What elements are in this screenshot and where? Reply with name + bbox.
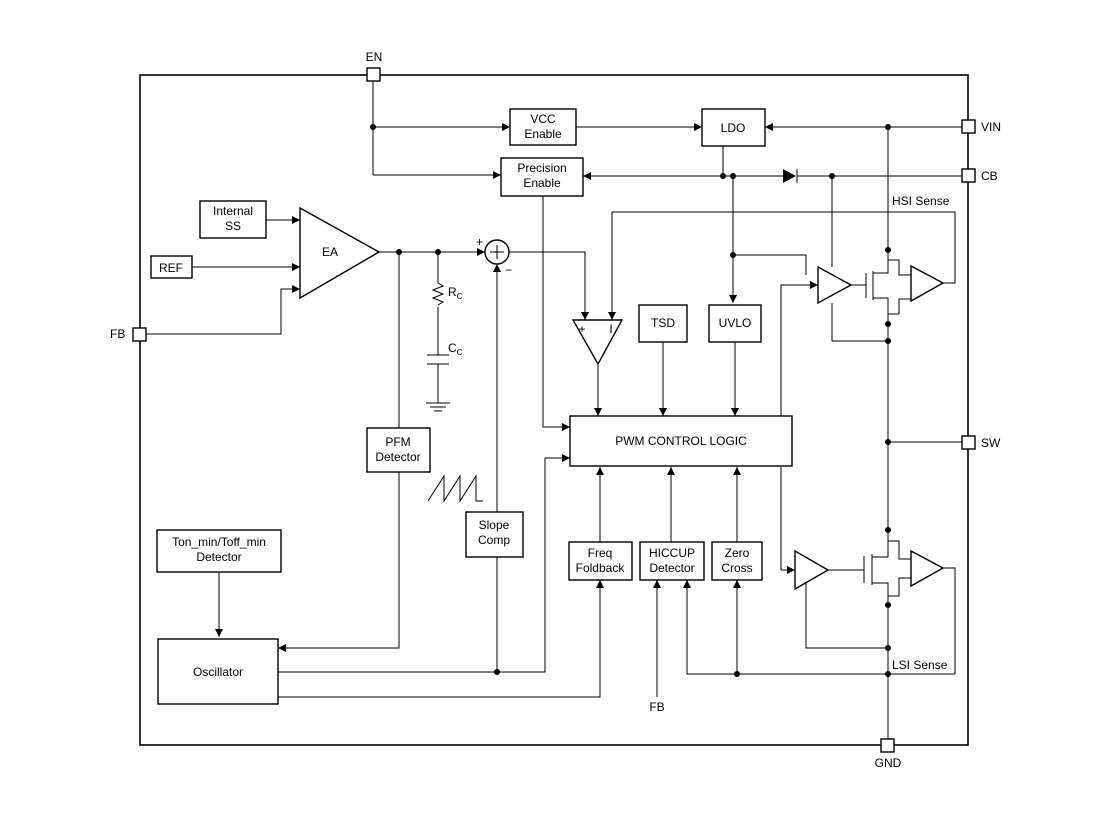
pwm-control-logic-label: PWM CONTROL LOGIC <box>615 434 747 448</box>
zero-cross-line1: Zero <box>725 546 750 560</box>
internal-ss-line1: Internal <box>213 204 253 218</box>
zero-cross-block <box>711 541 763 581</box>
cb-pin-label: CB <box>981 169 998 183</box>
hs-mosfet-icon <box>873 250 889 324</box>
current-comparator <box>571 319 624 366</box>
pfm-detector-block <box>366 427 431 473</box>
ldo-label: LDO <box>721 121 746 135</box>
hiccup-detector-line1: HICCUP <box>649 546 695 560</box>
sawtooth-icon <box>427 474 483 503</box>
sum-plus-label: + <box>476 235 483 249</box>
vin-pin-pad <box>961 119 976 134</box>
ref-block <box>150 255 193 279</box>
hiccup-detector-line2: Detector <box>649 561 694 575</box>
zero-cross-line2: Cross <box>721 561 752 575</box>
cb-pin-pad <box>961 168 976 183</box>
wires <box>146 81 962 739</box>
oscillator-block <box>157 638 279 705</box>
tsd-label: TSD <box>651 316 675 330</box>
hs-sense-amp <box>910 264 945 303</box>
lsi-sense-label: LSI Sense <box>892 658 948 672</box>
low-side-stage: LSI Sense <box>794 530 948 672</box>
error-amplifier <box>299 206 381 300</box>
chip-outline <box>139 74 969 746</box>
ldo-block <box>701 108 766 147</box>
pwm-control-logic-block <box>569 415 793 467</box>
fb-pin-label: FB <box>110 327 125 341</box>
comparator-plus-label: + <box>578 322 585 336</box>
hiccup-detector-block <box>639 541 705 581</box>
cc-label: CC <box>448 341 463 357</box>
ls-sense-amp <box>910 549 945 588</box>
uvlo-block <box>708 304 762 343</box>
ls-mosfet-icon <box>872 530 889 605</box>
vcc-enable-line2: Enable <box>524 127 562 141</box>
cc-capacitor <box>427 354 449 365</box>
slope-comp-block <box>465 511 524 558</box>
vin-pin-label: VIN <box>981 120 1001 134</box>
sw-pin-pad <box>961 435 976 450</box>
tsd-block <box>638 304 688 343</box>
ground-icon <box>426 402 450 412</box>
uvlo-label: UVLO <box>719 316 752 330</box>
ref-label: REF <box>159 261 183 275</box>
cc-label-main: C <box>448 341 457 355</box>
sum-minus-label: − <box>505 263 512 277</box>
en-pin-label: EN <box>366 50 383 64</box>
ea-label: EA <box>322 245 338 259</box>
vcc-enable-line1: VCC <box>530 112 556 126</box>
hs-driver <box>817 265 853 305</box>
fb-internal-label: FB <box>649 700 664 714</box>
bootstrap-diode-icon <box>783 169 798 183</box>
freq-foldback-block <box>568 541 633 581</box>
precision-enable-line2: Enable <box>523 176 561 190</box>
slope-comp-line2: Comp <box>478 533 510 547</box>
ls-driver <box>794 549 830 591</box>
high-side-stage: HSI Sense <box>817 194 950 324</box>
vcc-enable-block <box>509 108 577 146</box>
ton-toff-detector-line1: Ton_min/Toff_min <box>172 535 266 549</box>
fb-pin-pad <box>132 327 147 342</box>
precision-enable-block <box>500 157 584 197</box>
pfm-detector-line2: Detector <box>375 450 420 464</box>
pfm-detector-line1: PFM <box>385 435 410 449</box>
oscillator-label: Oscillator <box>193 665 243 679</box>
cc-label-sub: C <box>457 348 463 357</box>
internal-ss-line2: SS <box>225 219 241 233</box>
internal-ss-block <box>199 200 267 239</box>
junctions <box>370 124 891 677</box>
rc-resistor <box>431 282 445 306</box>
ton-toff-detector-line2: Detector <box>196 550 241 564</box>
gnd-pin-label: GND <box>875 756 902 770</box>
sw-pin-label: SW <box>981 436 1001 450</box>
rc-label-sub: C <box>457 292 463 301</box>
precision-enable-line1: Precision <box>517 161 566 175</box>
gnd-pin-pad <box>880 738 895 753</box>
en-pin-pad <box>366 67 381 82</box>
ton-toff-detector-block <box>156 529 282 573</box>
hsi-sense-label: HSI Sense <box>892 194 950 208</box>
rc-label-main: R <box>448 285 457 299</box>
slope-comp-line1: Slope <box>479 518 510 532</box>
freq-foldback-line2: Foldback <box>576 561 626 575</box>
rc-label: RC <box>448 285 463 301</box>
comparator-i-label: I <box>609 322 612 336</box>
freq-foldback-line1: Freq <box>588 546 613 560</box>
